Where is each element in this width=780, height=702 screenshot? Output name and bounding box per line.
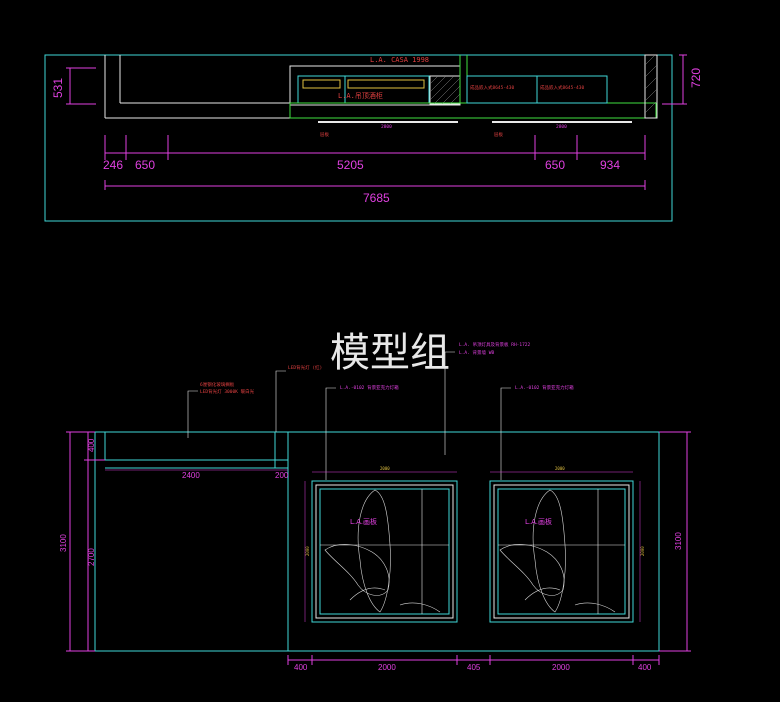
plan-view — [44, 54, 687, 222]
elev-panel-top-dim-left: 2000 — [380, 466, 390, 471]
plan-hatched-column — [429, 75, 461, 105]
sculpture-left — [324, 489, 441, 613]
plan-top-label: L.A. CASA 1998 — [370, 56, 429, 64]
plan-dim-height-left: 531 — [51, 78, 65, 98]
elev-bottom-dim-4: 400 — [638, 663, 652, 672]
plan-dim-height-right: 720 — [689, 68, 703, 88]
elev-dim-shelf-gap: 200 — [275, 471, 289, 480]
plan-outer-frame — [44, 54, 673, 222]
callout-5: L.A.-0102 背景亚克力灯箱 — [515, 384, 574, 391]
callout-0: L.A. 吊顶灯具及背景板 RH-1722 — [459, 341, 531, 348]
panel-label-left: L.A.画板 — [350, 517, 377, 526]
elevation-soffit — [104, 431, 289, 461]
callout-4: L.A.-0102 背景亚克力灯箱 — [340, 384, 399, 391]
panel-right-inner — [497, 488, 626, 615]
plan-dim-row-2: 5205 — [337, 158, 364, 172]
plan-dim-row-0: 246 — [103, 158, 123, 172]
elev-dim-right: 3100 — [674, 532, 683, 550]
plan-dim-row-3: 650 — [545, 158, 565, 172]
panel-label-right: L.A.画板 — [525, 517, 552, 526]
plan-tick-left: 2800 — [381, 124, 392, 130]
elev-panel-side-dim-right: 2000 — [640, 546, 645, 556]
elev-bottom-dim-3: 2000 — [552, 663, 570, 672]
callout-3: LED背光灯 3000K 暖白光 — [200, 388, 255, 395]
plan-tick-right: 2800 — [556, 124, 567, 130]
plan-right-hatch — [644, 54, 658, 114]
callout-2: 6厘钢化玻璃搁板 — [200, 381, 235, 388]
plan-light-right — [347, 79, 425, 89]
plan-dim-row-4: 934 — [600, 158, 620, 172]
elev-dim-inner-left: 2700 — [87, 548, 96, 566]
callout-top-red: LED背光灯 (红) — [288, 364, 322, 371]
panel-left-outer — [311, 480, 458, 623]
leaders — [187, 351, 511, 480]
elevation-wall — [94, 431, 660, 652]
panel-left-inner — [319, 488, 450, 615]
watermark: 模型组 — [330, 330, 450, 376]
callout-1: L.A. 背景墙 WB — [459, 349, 494, 356]
plan-light-left — [302, 79, 341, 89]
plan-dim-row-1: 650 — [135, 158, 155, 172]
plan-note-right: 成品嵌入式8645-430 — [540, 84, 584, 91]
panel-right-mid — [493, 484, 630, 619]
sculpture-right — [499, 489, 616, 613]
elev-dim-total-left: 3100 — [59, 534, 68, 552]
plan-center-label: L.A.吊顶酒柜 — [338, 91, 383, 100]
elev-dim-shelf-width: 2400 — [182, 471, 200, 480]
panel-left-mid — [315, 484, 454, 619]
elev-dim-top-small: 400 — [87, 438, 96, 452]
plan-right-wall — [644, 54, 658, 119]
elev-bottom-dim-2: 405 — [467, 663, 481, 672]
plan-note-left: 成品嵌入式8645-430 — [470, 84, 514, 91]
elevation-view — [66, 351, 691, 665]
plan-tag-left: 层板 — [320, 131, 329, 138]
elev-panel-side-dim-left: 2000 — [305, 546, 310, 556]
panel-right-outer — [489, 480, 634, 623]
plan-tag-right: 层板 — [494, 131, 503, 138]
plan-hatch — [429, 75, 461, 105]
elev-bottom-dim-1: 2000 — [378, 663, 396, 672]
elev-panel-top-dim-right: 2000 — [555, 466, 565, 471]
elev-bottom-dim-0: 400 — [294, 663, 308, 672]
plan-cabinet-right — [536, 75, 608, 104]
plan-dim-total-label: 7685 — [363, 191, 390, 205]
